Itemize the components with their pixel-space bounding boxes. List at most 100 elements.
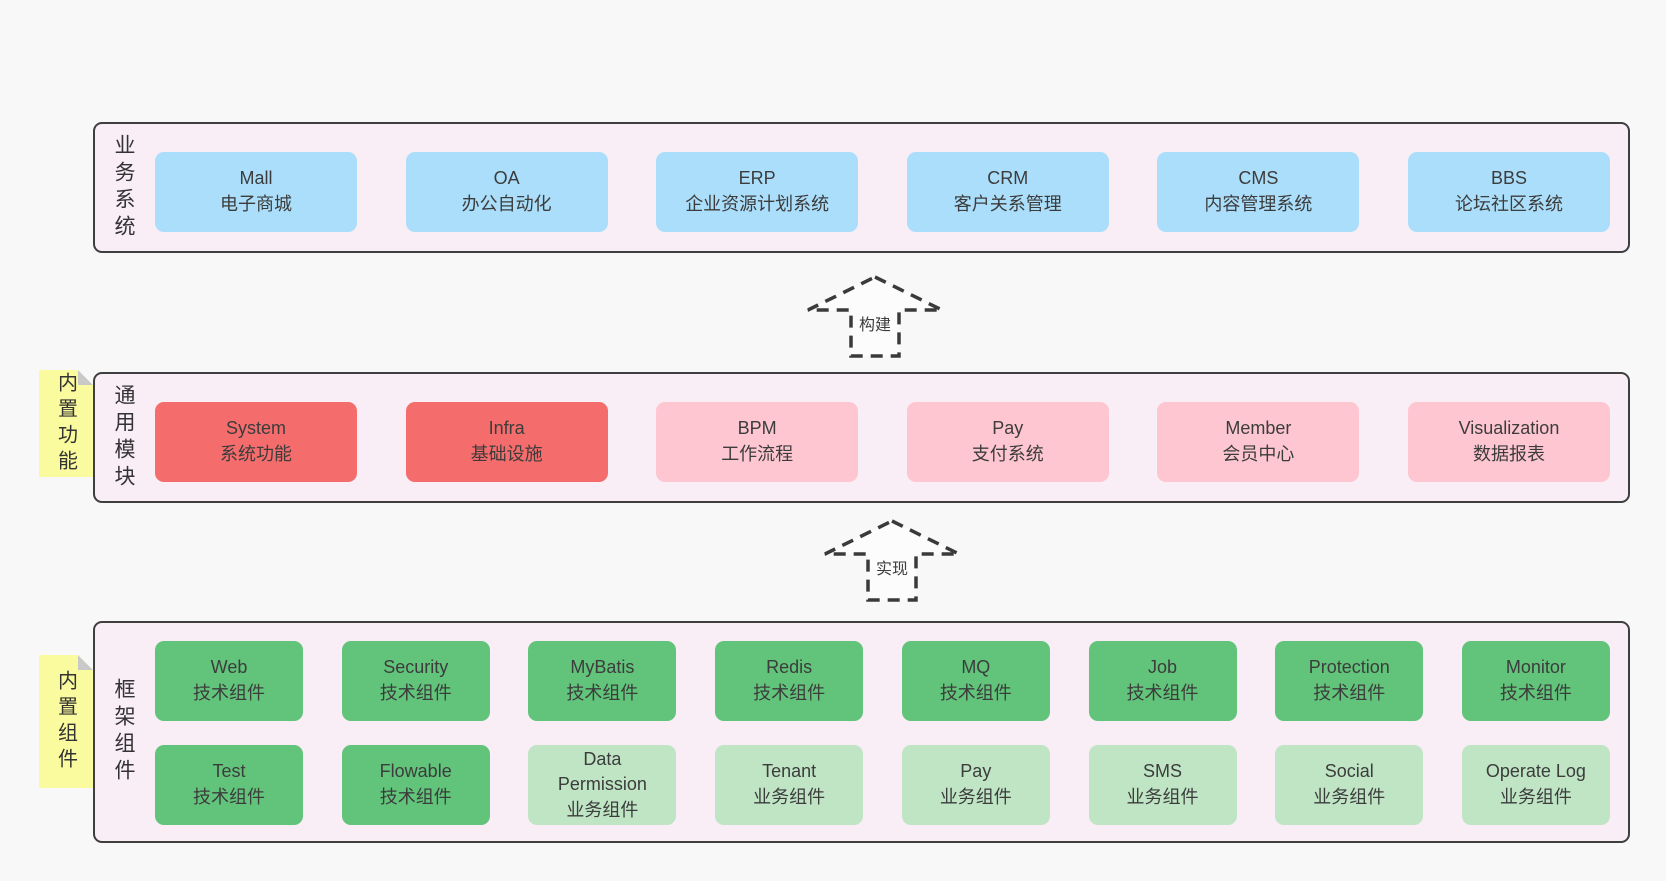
box-erp-subtitle: 企业资源计划系统 <box>685 194 830 214</box>
box-bbs-title: BBS <box>1490 168 1527 189</box>
box-flowable-title: Flowable <box>379 761 452 782</box>
box-pay-system-subtitle: 支付系统 <box>971 444 1044 464</box>
box-data-permission-title: Data Permission <box>557 748 647 795</box>
box-bpm-subtitle: 工作流程 <box>721 444 794 464</box>
box-mybatis-title: MyBatis <box>570 657 635 678</box>
arrow-build: 构建 <box>805 275 945 359</box>
business-systems-row: Mall 电子商城 OA 办公自动化 ERP 企业资源计划系统 CRM 客户关系… <box>155 152 1610 232</box>
box-erp-title: ERP <box>738 168 776 189</box>
box-security-subtitle: 技术组件 <box>379 683 452 703</box>
box-cms: CMS 内容管理系统 <box>1157 152 1360 232</box>
box-pay-system-title: Pay <box>992 418 1024 439</box>
box-data-permission-subtitle: 业务组件 <box>566 799 639 820</box>
box-job: Job 技术组件 <box>1088 641 1237 721</box>
box-member: Member 会员中心 <box>1157 402 1360 482</box>
box-tenant-title: Tenant <box>762 761 817 782</box>
box-data-permission: Data Permission 业务组件 <box>528 745 677 825</box>
box-cms-subtitle: 内容管理系统 <box>1204 194 1313 214</box>
corner-fold-icon <box>78 655 93 670</box>
box-pay-component-subtitle: 业务组件 <box>939 787 1012 807</box>
panel-framework-components-label: 框架组件 <box>112 678 135 786</box>
box-infra: Infra 基础设施 <box>405 402 608 482</box>
box-member-title: Member <box>1225 418 1292 439</box>
box-redis-title: Redis <box>766 657 813 678</box>
panel-common-modules-label: 通用模块 <box>112 383 135 492</box>
box-social: Social 业务组件 <box>1275 745 1424 825</box>
box-operate-log-title: Operate Log <box>1485 761 1586 782</box>
box-web-title: Web <box>210 657 248 678</box>
panel-common-modules: 通用模块 System 系统功能 Infra 基础设施 BPM 工作流程 Pay… <box>93 372 1630 503</box>
box-mybatis-subtitle: 技术组件 <box>566 683 639 703</box>
box-cms-title: CMS <box>1238 168 1279 189</box>
box-operate-log-subtitle: 业务组件 <box>1499 787 1572 807</box>
box-oa-title: OA <box>493 168 520 189</box>
box-pay-component: Pay 业务组件 <box>901 745 1050 825</box>
box-bpm-title: BPM <box>737 418 777 439</box>
box-job-title: Job <box>1148 657 1178 678</box>
tab-built-in-features: 内置功能 <box>39 370 93 477</box>
arrow-implement: 实现 <box>822 519 962 603</box>
box-oa: OA 办公自动化 <box>405 152 608 232</box>
box-sms-title: SMS <box>1143 761 1183 782</box>
box-web-subtitle: 技术组件 <box>193 683 265 703</box>
box-member-subtitle: 会员中心 <box>1222 444 1295 464</box>
box-flowable-subtitle: 技术组件 <box>379 787 452 807</box>
box-bpm: BPM 工作流程 <box>656 402 859 482</box>
box-mall-subtitle: 电子商城 <box>220 194 292 214</box>
box-system: System 系统功能 <box>155 402 357 482</box>
box-erp: ERP 企业资源计划系统 <box>656 152 859 232</box>
box-redis-subtitle: 技术组件 <box>753 683 826 703</box>
box-monitor-title: Monitor <box>1505 657 1566 678</box>
box-protection-subtitle: 技术组件 <box>1313 683 1386 703</box>
box-mq: MQ 技术组件 <box>901 641 1050 721</box>
box-system-title: System <box>225 418 286 439</box>
common-modules-row: System 系统功能 Infra 基础设施 BPM 工作流程 Pay 支付系统… <box>155 402 1610 482</box>
box-test: Test 技术组件 <box>155 745 303 825</box>
box-pay-component-title: Pay <box>960 761 992 782</box>
box-mq-subtitle: 技术组件 <box>939 683 1012 703</box>
box-web: Web 技术组件 <box>155 641 303 721</box>
box-bbs: BBS 论坛社区系统 <box>1407 152 1610 232</box>
box-oa-subtitle: 办公自动化 <box>461 194 552 214</box>
box-protection-title: Protection <box>1308 657 1390 678</box>
box-test-title: Test <box>212 761 246 782</box>
box-sms-subtitle: 业务组件 <box>1126 787 1199 807</box>
box-monitor: Monitor 技术组件 <box>1461 641 1610 721</box>
box-infra-subtitle: 基础设施 <box>470 444 543 464</box>
box-crm-subtitle: 客户关系管理 <box>953 194 1062 214</box>
panel-business-systems: 业务系统 Mall 电子商城 OA 办公自动化 ERP 企业资源计划系统 CRM… <box>93 122 1630 253</box>
panel-framework-components: 框架组件 Web 技术组件 Security 技术组件 MyBatis 技术组件… <box>93 621 1630 843</box>
arrow-build-label: 构建 <box>855 311 895 335</box>
box-bbs-subtitle: 论坛社区系统 <box>1454 194 1563 214</box>
box-mq-title: MQ <box>961 657 991 678</box>
box-security: Security 技术组件 <box>341 641 490 721</box>
tab-built-in-features-label: 内置功能 <box>54 371 77 476</box>
box-visualization-subtitle: 数据报表 <box>1472 444 1545 464</box>
box-security-title: Security <box>383 657 449 678</box>
box-redis: Redis 技术组件 <box>715 641 864 721</box>
box-social-subtitle: 业务组件 <box>1313 787 1386 807</box>
framework-components-row-1: Web 技术组件 Security 技术组件 MyBatis 技术组件 Redi… <box>155 641 1610 721</box>
box-job-subtitle: 技术组件 <box>1126 683 1199 703</box>
box-flowable: Flowable 技术组件 <box>341 745 490 825</box>
arrow-implement-label: 实现 <box>872 555 912 579</box>
box-infra-title: Infra <box>488 418 525 439</box>
box-visualization: Visualization 数据报表 <box>1407 402 1610 482</box>
box-operate-log: Operate Log 业务组件 <box>1461 745 1610 825</box>
tab-built-in-components: 内置组件 <box>39 655 93 788</box>
panel-business-systems-label: 业务系统 <box>112 133 135 242</box>
box-pay-system: Pay 支付系统 <box>906 402 1109 482</box>
box-mall: Mall 电子商城 <box>155 152 357 232</box>
framework-components-row-2: Test 技术组件 Flowable 技术组件 Data Permission … <box>155 745 1610 825</box>
box-system-subtitle: 系统功能 <box>220 444 292 464</box>
box-sms: SMS 业务组件 <box>1088 745 1237 825</box>
box-mall-title: Mall <box>239 168 273 189</box>
box-tenant-subtitle: 业务组件 <box>753 787 826 807</box>
box-test-subtitle: 技术组件 <box>193 787 265 807</box>
box-mybatis: MyBatis 技术组件 <box>528 641 677 721</box>
box-crm: CRM 客户关系管理 <box>906 152 1109 232</box>
box-protection: Protection 技术组件 <box>1275 641 1424 721</box>
tab-built-in-components-label: 内置组件 <box>54 669 77 774</box>
box-tenant: Tenant 业务组件 <box>715 745 864 825</box>
